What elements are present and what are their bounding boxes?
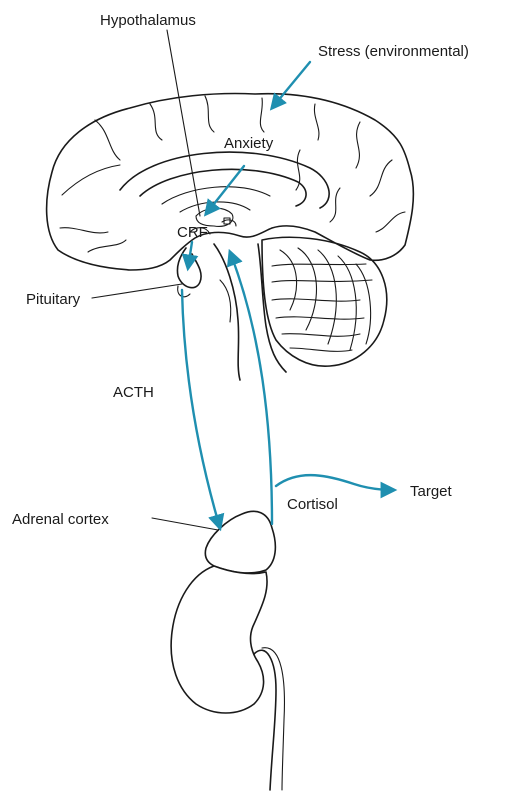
label-pituitary: Pituitary [26,292,80,307]
label-cortisol: Cortisol [287,497,338,512]
crf-to-pituitary-arrow [188,242,192,268]
label-anxiety: Anxiety [224,136,273,151]
brain-outline [47,94,414,270]
cortisol-target-arrow [276,475,394,490]
label-hypothalamus: Hypothalamus [100,13,196,28]
kidney [171,566,284,790]
acth-arrow [182,290,220,528]
cerebellum [262,237,387,366]
label-target: Target [410,484,452,499]
anxiety-arrow [206,166,244,214]
leader-lines [92,30,218,530]
adrenal-gland [205,511,275,573]
stress-arrow [272,62,310,108]
cortisol-feedback-arrow [230,252,272,524]
label-adrenal-cortex: Adrenal cortex [12,512,109,527]
label-acth: ACTH [113,385,154,400]
label-stress: Stress (environmental) [318,44,469,59]
label-crf: CRF [177,225,208,240]
